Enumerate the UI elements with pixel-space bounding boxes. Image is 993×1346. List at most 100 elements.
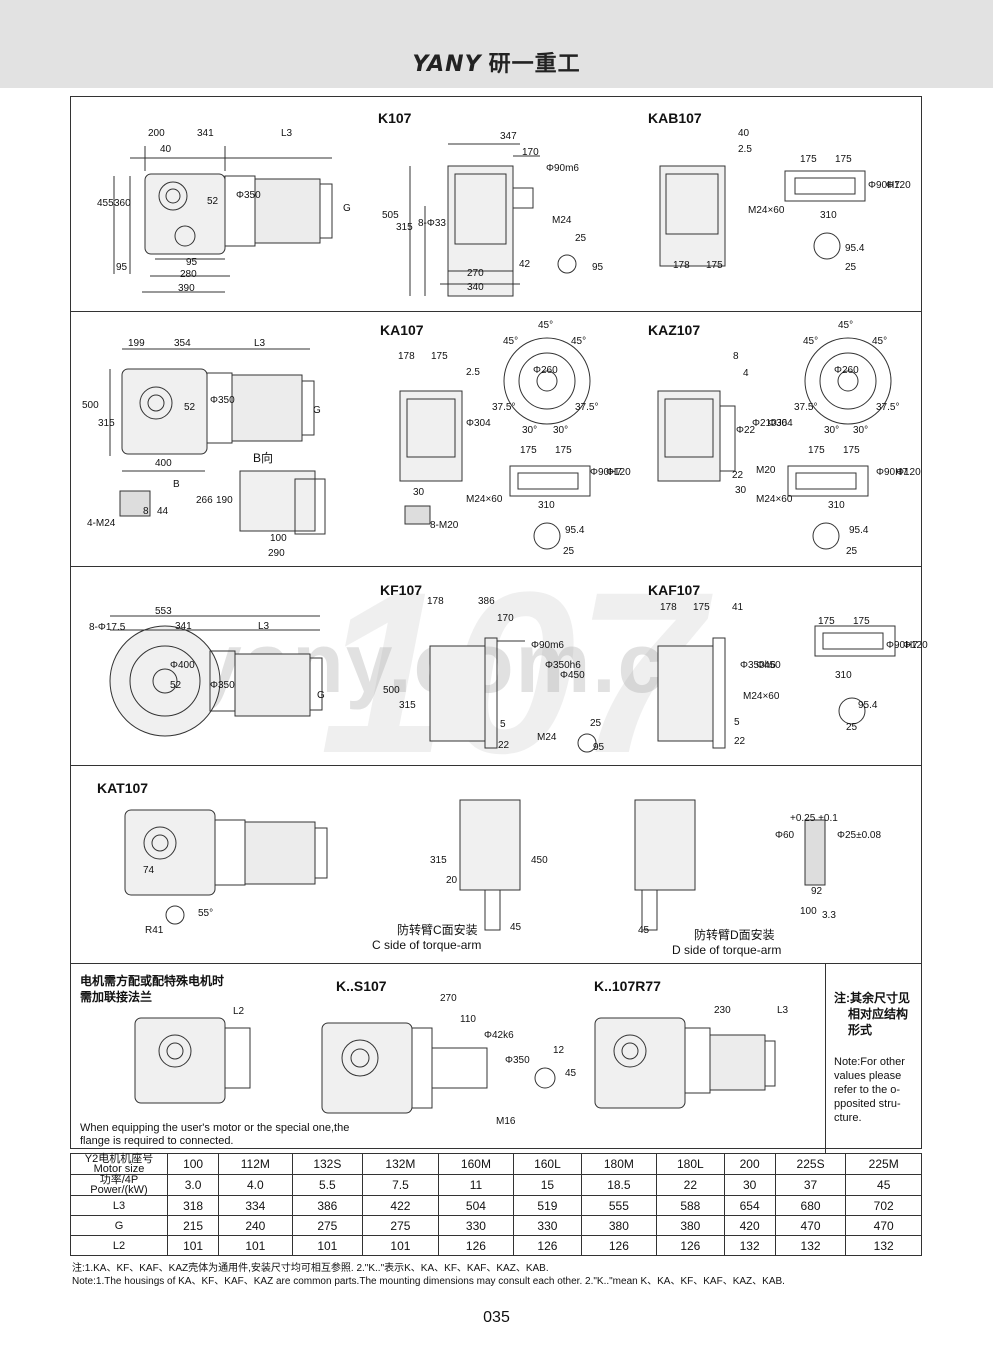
section-divider	[70, 963, 922, 964]
dim: L3	[777, 1005, 789, 1016]
dim: 175	[843, 445, 860, 456]
table-cell: 132	[723, 1235, 776, 1256]
dim: G	[343, 203, 351, 214]
dim: 8	[143, 506, 149, 517]
dim: 37.5°	[575, 402, 599, 413]
dim: M16	[496, 1116, 516, 1127]
dim: 37.5°	[794, 402, 818, 413]
dim: Φ350h6	[545, 660, 581, 671]
footnotes: 注:1.KA、KF、KAF、KAZ壳体为通用件,安装尺寸均可相互参照. 2."K…	[72, 1262, 785, 1288]
side-note-cn: 相对应结构	[848, 1007, 909, 1021]
dim: 4-M24	[87, 518, 116, 529]
dim: 347	[500, 131, 517, 142]
dim: 178	[673, 260, 690, 271]
dim: 500	[82, 400, 99, 411]
dim: B	[173, 479, 180, 490]
brand-logo: YANY	[412, 52, 482, 77]
dim: G	[313, 405, 321, 416]
dim: 310	[538, 500, 555, 511]
dim: 30	[413, 487, 425, 498]
table-cell: 101	[166, 1235, 220, 1256]
dim: 315	[98, 418, 115, 429]
table-cell: 215	[166, 1215, 220, 1236]
ka107-title: KA107	[380, 322, 424, 338]
table-cell: 386	[291, 1195, 364, 1216]
dim: 175	[818, 616, 835, 627]
table-cell: 225M	[845, 1153, 922, 1175]
row-header: L3	[70, 1195, 168, 1216]
table-cell: 100	[166, 1153, 220, 1175]
side-note-en: Note:For other	[834, 1056, 905, 1068]
dim: Φ350	[236, 190, 261, 201]
dim: 280	[180, 269, 197, 280]
dim: 22	[734, 736, 746, 747]
table-cell: 422	[362, 1195, 439, 1216]
dim: L3	[258, 621, 270, 632]
table-cell: 132	[845, 1235, 922, 1256]
dim: Φ22	[736, 425, 756, 436]
table-cell: 200	[723, 1153, 776, 1175]
dim: M24	[537, 732, 557, 743]
dim: 37.5°	[492, 402, 516, 413]
kat107-drawings	[124, 799, 826, 931]
dim: 25	[590, 718, 602, 729]
dim: Φ350	[210, 680, 235, 691]
table-cell: 30	[723, 1174, 776, 1196]
dim: L3	[254, 338, 266, 349]
dim: 95.4	[845, 243, 865, 254]
table-cell: 101	[291, 1235, 364, 1256]
dim: 25	[846, 722, 858, 733]
dim: 175	[431, 351, 448, 362]
dim: 3.3	[822, 910, 836, 921]
table-cell: 380	[580, 1215, 658, 1236]
row-header: G	[70, 1215, 168, 1236]
d-side-cn: 防转臂D面安装	[694, 928, 775, 942]
table-cell: 654	[723, 1195, 776, 1216]
dim: +0.25 +0.1	[790, 813, 838, 824]
dim: Φ304	[768, 418, 793, 429]
dim: 170	[522, 147, 539, 158]
dim: Φ260	[533, 365, 558, 376]
dim: Φ120	[903, 640, 928, 651]
row-header: L2	[70, 1235, 168, 1256]
dim: 400	[155, 458, 172, 469]
table-cell: 101	[218, 1235, 293, 1256]
kat107-title: KAT107	[97, 780, 149, 796]
table-cell: 180L	[656, 1153, 725, 1175]
dim: 100	[270, 533, 287, 544]
dim: Φ260	[834, 365, 859, 376]
table-cell: 275	[291, 1215, 364, 1236]
dim: 178	[398, 351, 415, 362]
dim: 2.5	[466, 367, 480, 378]
table-cell: 470	[774, 1215, 847, 1236]
dim: R41	[145, 925, 164, 936]
dim: 310	[828, 500, 845, 511]
k107-drawings	[113, 143, 866, 297]
table-cell: 275	[362, 1215, 439, 1236]
table-cell: 7.5	[362, 1174, 439, 1196]
dim: 5	[500, 719, 506, 730]
dim: G	[317, 690, 325, 701]
side-note-en: cture.	[834, 1112, 862, 1124]
dim: 41	[732, 602, 744, 613]
dim: 100	[800, 906, 817, 917]
dim: 30	[735, 485, 747, 496]
dim: Φ450	[756, 660, 781, 671]
dim: 45°	[803, 336, 819, 347]
dim: M24×60	[466, 494, 503, 505]
dim: 199	[128, 338, 145, 349]
dim: 175	[800, 154, 817, 165]
dim: M24	[552, 215, 572, 226]
kab107-title: KAB107	[648, 110, 702, 126]
dim: 8-M20	[430, 520, 459, 531]
dim: 310	[835, 670, 852, 681]
dim: 45	[565, 1068, 577, 1079]
dim: 200	[148, 128, 165, 139]
table-cell: 225S	[774, 1153, 847, 1175]
table-cell: 45	[845, 1174, 922, 1196]
dim: M20	[756, 465, 776, 476]
